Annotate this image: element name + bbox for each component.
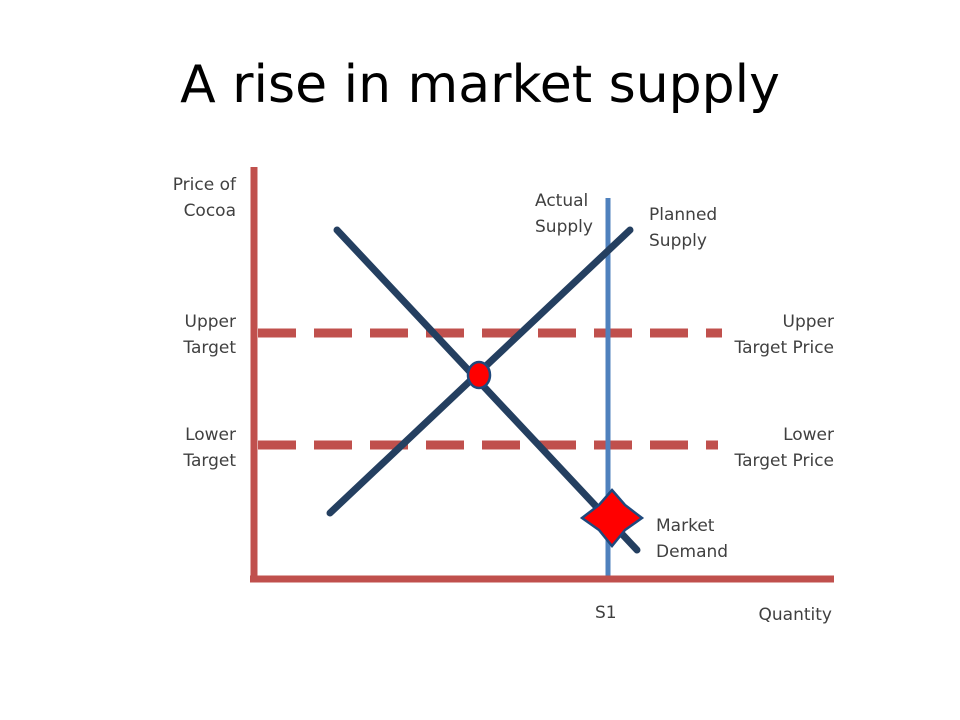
lower-target-price-line-1: Lower [783, 425, 834, 445]
upper-target-price-line-1: Upper [782, 312, 834, 332]
lower-target-left-line-2: Target [183, 451, 236, 471]
upper-target-left-line-2: Target [183, 338, 236, 358]
y-axis-label-line-2: Cocoa [183, 201, 236, 221]
upper-target-left-label: Upper Target [140, 309, 236, 361]
lower-target-left-line-1: Lower [185, 425, 236, 445]
planned-supply-line-1: Planned [649, 205, 718, 225]
star-marker [579, 488, 645, 548]
lower-target-price-label: Lower Target Price [700, 422, 834, 474]
s1-label: S1 [595, 603, 617, 623]
y-axis-label-line-1: Price of [172, 175, 236, 195]
actual-supply-label: Actual Supply [535, 188, 615, 240]
market-demand-curve [333, 226, 641, 554]
x-axis-label: Quantity [758, 605, 832, 625]
actual-supply-line-2: Supply [535, 217, 593, 237]
market-demand-line-1: Market [656, 516, 715, 536]
market-demand-label: Market Demand [656, 513, 756, 565]
upper-target-price-label: Upper Target Price [700, 309, 834, 361]
planned-supply-line-2: Supply [649, 231, 707, 251]
y-axis-label: Price of Cocoa [140, 172, 236, 224]
equilibrium-point [466, 360, 492, 390]
upper-target-price-line-2: Target Price [734, 338, 834, 358]
lower-target-left-label: Lower Target [140, 422, 236, 474]
lower-target-price-line-2: Target Price [734, 451, 834, 471]
market-demand-line-2: Demand [656, 542, 729, 562]
upper-target-left-line-1: Upper [184, 312, 236, 332]
slide-title: A rise in market supply [180, 55, 780, 115]
planned-supply-label: Planned Supply [649, 202, 749, 254]
actual-supply-line-1: Actual [535, 191, 589, 211]
